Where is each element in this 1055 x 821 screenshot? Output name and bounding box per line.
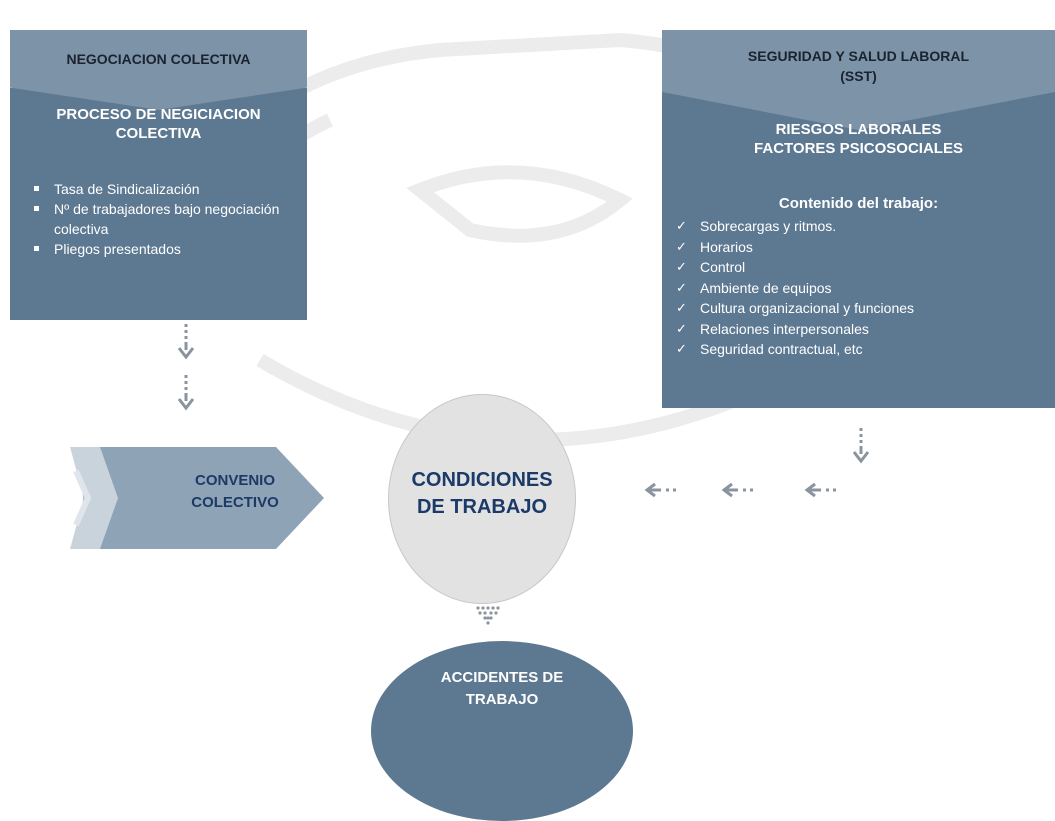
check-icon: ✓ bbox=[676, 300, 687, 315]
negociacion-colectiva-panel: NEGOCIACION COLECTIVA PROCESO DE NEGICIA… bbox=[10, 30, 307, 320]
left-arrow-icon bbox=[722, 482, 753, 498]
negociacion-colectiva-body bbox=[10, 88, 307, 320]
negociacion-indicator-list: Tasa de Sindicalización Nº de trabajador… bbox=[32, 179, 292, 259]
list-item: ✓Seguridad contractual, etc bbox=[676, 339, 1055, 360]
list-item: ✓Horarios bbox=[676, 237, 1055, 258]
convenio-colectivo-shape: CONVENIO COLECTIVO bbox=[70, 447, 325, 549]
chevron-shape bbox=[70, 447, 324, 549]
list-item: ✓Cultura organizacional y funciones bbox=[676, 298, 1055, 319]
check-icon: ✓ bbox=[676, 218, 687, 233]
contenido-trabajo-subtitle: Contenido del trabajo: bbox=[778, 195, 939, 212]
negociacion-colectiva-header-text: NEGOCIACION COLECTIVA bbox=[66, 51, 251, 67]
accidentes-trabajo-shape: ACCIDENTES DE TRABAJO bbox=[371, 641, 633, 821]
check-icon: ✓ bbox=[676, 259, 687, 274]
list-item: Nº de trabajadores bajo negociación cole… bbox=[32, 199, 292, 239]
down-arrow-icon bbox=[178, 375, 194, 411]
list-item: ✓Relaciones interpersonales bbox=[676, 319, 1055, 340]
riesgos-laborales-title: RIESGOS LABORALES FACTORES PSICOSOCIALES bbox=[754, 121, 963, 157]
list-item: ✓Ambiente de equipos bbox=[676, 278, 1055, 299]
down-arrow-icon bbox=[853, 428, 869, 464]
check-icon: ✓ bbox=[676, 279, 687, 295]
condiciones-trabajo-circle: CONDICIONES DE TRABAJO bbox=[388, 394, 576, 604]
proceso-negociacion-title: PROCESO DE NEGICIACION COLECTIVA bbox=[56, 106, 261, 142]
left-arrow-icon bbox=[805, 482, 836, 498]
list-item: ✓Control bbox=[676, 257, 1055, 278]
sst-body bbox=[662, 92, 1055, 408]
accidentes-trabajo-label: ACCIDENTES DE TRABAJO bbox=[440, 669, 564, 708]
psicosocial-factor-list: ✓Sobrecargas y ritmos. ✓Horarios ✓Contro… bbox=[676, 216, 1055, 360]
convenio-colectivo-label: CONVENIO COLECTIVO bbox=[191, 472, 279, 511]
sst-header-text: SEGURIDAD Y SALUD LABORAL (SST) bbox=[747, 48, 970, 84]
list-item: ✓Sobrecargas y ritmos. bbox=[676, 216, 1055, 237]
condiciones-trabajo-label: CONDICIONES DE TRABAJO bbox=[411, 469, 553, 518]
check-icon: ✓ bbox=[676, 341, 687, 356]
sst-panel: SEGURIDAD Y SALUD LABORAL (SST) RIESGOS … bbox=[662, 30, 1055, 408]
down-arrow-icon bbox=[178, 324, 194, 360]
list-item: Pliegos presentados bbox=[32, 239, 292, 259]
check-icon: ✓ bbox=[676, 320, 687, 336]
list-item: Tasa de Sindicalización bbox=[32, 179, 292, 199]
check-icon: ✓ bbox=[676, 238, 687, 254]
left-arrow-icon bbox=[645, 482, 676, 498]
dotted-connector-icon bbox=[476, 606, 500, 625]
